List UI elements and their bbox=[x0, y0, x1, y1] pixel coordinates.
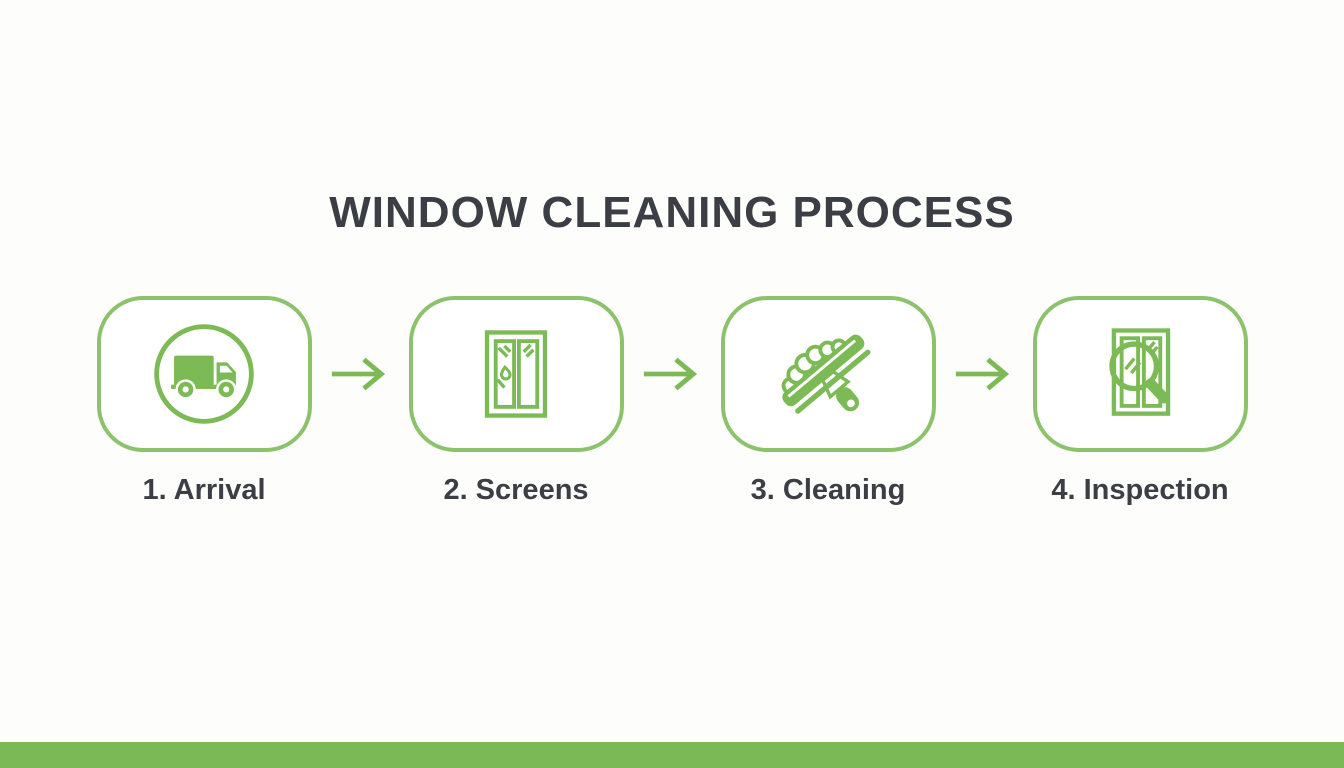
bottom-accent-bar bbox=[0, 742, 1344, 768]
step-screens-label: 2. Screens bbox=[443, 474, 589, 506]
process-steps-row: 1. Arrival 2. Screens bbox=[0, 296, 1344, 507]
right-arrow-icon bbox=[643, 357, 698, 391]
step-arrival: 1. Arrival bbox=[96, 296, 312, 507]
step-inspection-box bbox=[1032, 296, 1248, 452]
step-cleaning-box bbox=[720, 296, 936, 452]
step-inspection-label: 4. Inspection bbox=[1051, 474, 1229, 506]
step-arrival-box bbox=[96, 296, 312, 452]
step-inspection: 4. Inspection bbox=[1032, 296, 1248, 507]
arrow-cell bbox=[624, 296, 721, 452]
right-arrow-icon bbox=[331, 357, 386, 391]
step-screens-box bbox=[408, 296, 624, 452]
inspection-magnifier-icon bbox=[1109, 328, 1171, 416]
truck-icon bbox=[154, 324, 254, 424]
page-title: WINDOW CLEANING PROCESS bbox=[329, 188, 1015, 237]
step-cleaning-label: 3. Cleaning bbox=[750, 474, 906, 506]
step-arrival-label: 1. Arrival bbox=[142, 474, 266, 506]
step-screens: 2. Screens bbox=[408, 296, 624, 507]
window-screens-icon bbox=[484, 330, 548, 418]
squeegee-icon bbox=[781, 334, 871, 414]
arrow-cell bbox=[312, 296, 409, 452]
step-cleaning: 3. Cleaning bbox=[720, 296, 936, 507]
arrow-cell bbox=[936, 296, 1033, 452]
right-arrow-icon bbox=[955, 357, 1010, 391]
